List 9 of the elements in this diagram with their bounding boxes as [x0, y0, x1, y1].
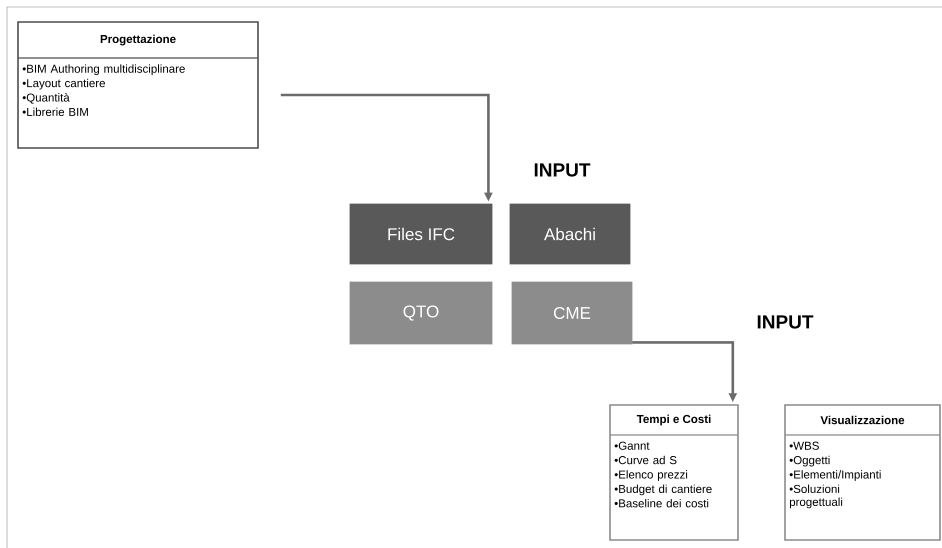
process-box: Files IFC: [350, 204, 492, 264]
list-box: Tempi e Costi •Gannt •Curve ad S •Elenco prezzi •Budget di cantiere •Baseline dei costi: [609, 404, 739, 541]
edge-label: INPUT: [756, 314, 814, 330]
list-box: Visualizzazione •WBS •Oggetti •Elementi/Impianti •Soluzioni progettuali: [784, 404, 941, 541]
process-box: Abachi: [510, 204, 630, 264]
list-box: Progettazione •BIM Authoring multidisciplinare •Layout cantiere •Quantità •Librerie BIM: [17, 21, 259, 149]
edge-label: INPUT: [532, 162, 592, 178]
process-box: CME: [512, 282, 632, 344]
process-box: QTO: [350, 282, 492, 344]
